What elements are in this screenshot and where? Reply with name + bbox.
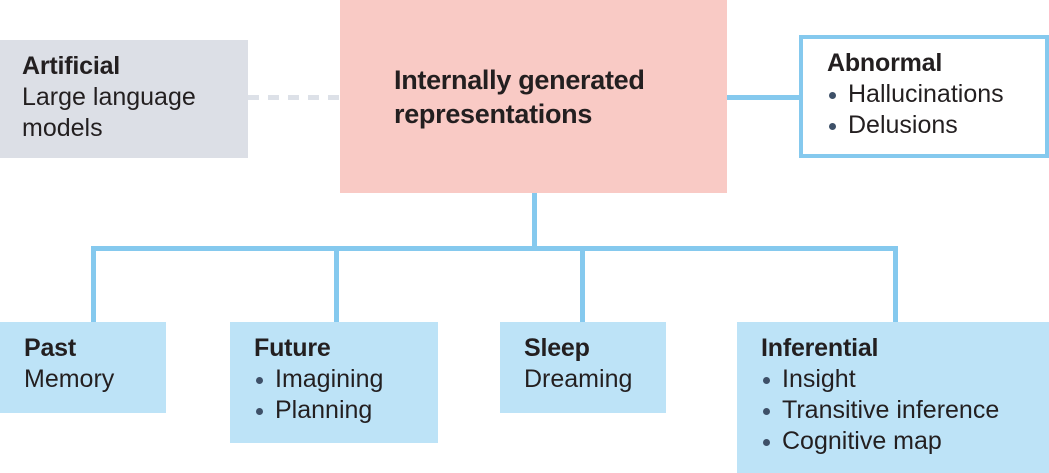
connector-branch-past xyxy=(91,246,96,324)
list-item: Transitive inference xyxy=(761,395,1049,426)
node-inferential: Inferential Insight Transitive inference… xyxy=(737,322,1049,473)
list-item: Insight xyxy=(761,364,1049,395)
connector-central-to-abnormal xyxy=(727,95,803,100)
list-item: Planning xyxy=(254,395,438,426)
connector-central-stem xyxy=(532,193,537,251)
node-inferential-list: Insight Transitive inference Cognitive m… xyxy=(761,364,1049,457)
node-abnormal-list: Hallucinations Delusions xyxy=(827,79,1045,141)
list-item: Hallucinations xyxy=(827,79,1045,110)
node-past-subtitle: Memory xyxy=(24,365,115,393)
connector-horizontal-bus xyxy=(91,246,898,251)
connector-branch-future xyxy=(334,246,339,324)
list-item: Cognitive map xyxy=(761,426,1049,457)
node-future-title: Future xyxy=(254,334,331,362)
node-central: Internally generated representations xyxy=(340,0,727,193)
node-inferential-title: Inferential xyxy=(761,334,879,362)
connector-dashed-artificial-to-central xyxy=(248,95,340,100)
node-past: Past Memory xyxy=(0,322,166,413)
connector-branch-inferential xyxy=(893,246,898,324)
node-sleep-title: Sleep xyxy=(524,334,590,362)
node-artificial: Artificial Large language models xyxy=(0,40,248,158)
node-sleep: Sleep Dreaming xyxy=(500,322,666,413)
node-abnormal-title: Abnormal xyxy=(827,49,943,77)
node-abnormal: Abnormal Hallucinations Delusions xyxy=(799,35,1049,158)
node-past-title: Past xyxy=(24,334,77,362)
node-artificial-title: Artificial xyxy=(22,52,121,80)
list-item: Imagining xyxy=(254,364,438,395)
node-central-title: Internally generated representations xyxy=(394,64,645,129)
node-future-list: Imagining Planning xyxy=(254,364,438,426)
node-sleep-subtitle: Dreaming xyxy=(524,365,633,393)
node-future: Future Imagining Planning xyxy=(230,322,438,443)
list-item: Delusions xyxy=(827,110,1045,141)
connector-branch-sleep xyxy=(580,246,585,324)
node-artificial-subtitle: Large language models xyxy=(22,83,196,142)
